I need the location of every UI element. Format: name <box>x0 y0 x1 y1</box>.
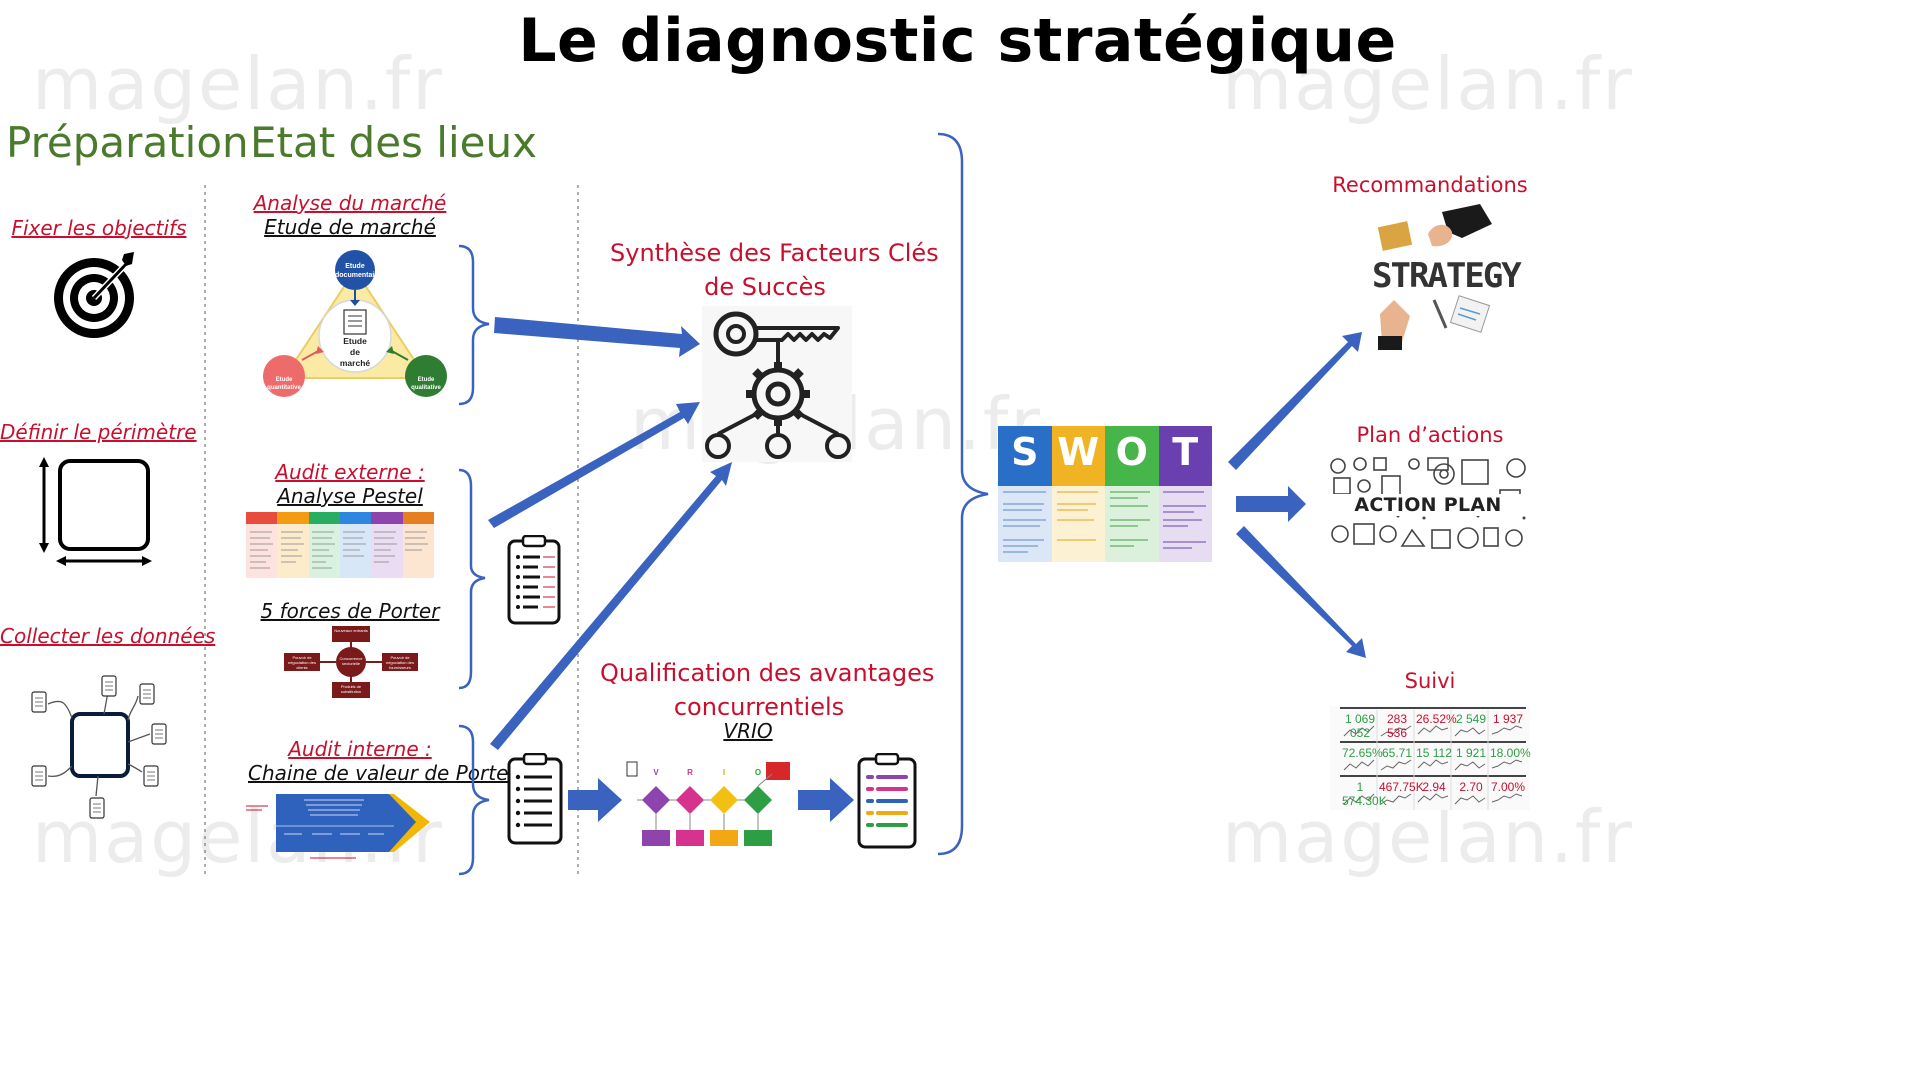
porter-nouveaux-entrants: Nouveaux entrants <box>334 628 368 633</box>
kpi-r2c2: 65.71 <box>1381 746 1413 760</box>
kpi-r1c1: 1 069 052 <box>1344 712 1376 740</box>
clipboard-icon <box>507 535 561 625</box>
kpi-r3c4: 2.70 <box>1459 780 1483 794</box>
key-gear-icon <box>702 306 852 462</box>
pestel-col-e2 <box>371 512 403 578</box>
market-node-documentaire: Etude documentaire <box>335 263 381 279</box>
label-synthese-fcs: Synthèse des Facteurs Clés de Succès <box>610 239 939 301</box>
pestel-filler-lines <box>250 531 428 569</box>
pestel-col-p <box>246 512 278 578</box>
label-suivi: Suivi <box>1404 669 1456 693</box>
pestel-col-e <box>277 512 309 578</box>
action-plan-image: ACTION PLAN <box>1328 454 1528 558</box>
strategy-image-text: STRATEGY <box>1372 256 1522 296</box>
porter-five-forces-diagram: Nouveaux entrants Pouvoir de négociation… <box>284 626 418 698</box>
clipboard-interne-icon <box>507 753 563 845</box>
kpi-r2c5: 18.00% <box>1490 746 1531 760</box>
kpi-r1c4: 2 549 <box>1455 712 1487 726</box>
brace-interne <box>458 724 490 876</box>
label-qualification-avantages: Qualification des avantages concurrentie… <box>600 659 935 721</box>
label-plan-actions: Plan d’actions <box>1356 423 1504 447</box>
square-dimensions-icon <box>39 457 152 566</box>
label-etude-marche: Etude de marché <box>264 215 436 239</box>
watermark-top-left: magelan.fr <box>32 42 444 126</box>
pestel-col-t <box>339 512 372 578</box>
value-chain-graphic <box>246 794 430 859</box>
kpi-r2c4: 1 921 <box>1455 746 1487 760</box>
action-plan-image-text: ACTION PLAN <box>1328 494 1528 516</box>
colored-checklist-icon <box>857 753 917 849</box>
suivi-dashboard: 1 069 052 283 536 26.52% 2 549 1 937 72.… <box>1330 706 1531 810</box>
porter-concurrence: Concurrence sectorielle <box>339 656 363 666</box>
arrow-externe-to-fcs <box>488 402 700 528</box>
label-audit-interne: Audit interne : <box>288 737 432 761</box>
arrow-to-suivi <box>1236 526 1366 658</box>
kpi-r1c2: 283 536 <box>1386 712 1408 740</box>
label-audit-externe: Audit externe : <box>275 460 425 484</box>
kpi-r2c1: 72.65% <box>1342 746 1383 760</box>
arrow-vrio-to-clipboard <box>798 778 854 822</box>
market-node-qualitative: Etude qualitative <box>411 377 441 391</box>
swot-o: O <box>1105 426 1159 486</box>
vrio-letter-r: R <box>687 768 693 777</box>
swot-s: S <box>998 426 1052 486</box>
brace-marche <box>458 244 490 406</box>
strategy-image: STRATEGY <box>1372 204 1522 350</box>
label-analyse-marche: Analyse du marché <box>253 191 447 215</box>
data-network-icon <box>31 675 167 819</box>
pestel-col-s <box>308 512 340 578</box>
label-5-forces-porter: 5 forces de Porter <box>260 599 440 623</box>
page-title: Le diagnostic stratégique <box>518 6 1397 76</box>
vrio-letter-o: O <box>754 768 762 777</box>
porter-fournisseurs: Pouvoir de négociation des fournisseurs <box>385 655 415 670</box>
heading-etat-des-lieux: Etat des lieux <box>250 118 537 167</box>
brace-externe <box>458 468 486 690</box>
kpi-r3c3: 2.94 <box>1422 780 1446 794</box>
pestel-col-l <box>402 512 434 578</box>
kpi-r1c3: 26.52% <box>1416 712 1457 726</box>
kpi-r2c3: 15 112 <box>1416 746 1452 760</box>
swot-w: W <box>1051 426 1105 486</box>
label-vrio: VRIO <box>723 719 773 743</box>
market-node-center: Etude de marché <box>339 336 371 368</box>
kpi-r3c2: 467.75K <box>1379 780 1424 794</box>
step-fixer-objectifs: Fixer les objectifs <box>11 216 187 240</box>
label-analyse-pestel: Analyse Pestel <box>277 484 423 508</box>
watermark-top-right: magelan.fr <box>1222 42 1634 126</box>
market-study-diagram: Etude documentaire Etude de marché Etude… <box>258 248 453 403</box>
step-collecter-donnees: Collecter les données <box>0 624 216 648</box>
porter-clients: Pouvoir de négociation des clients <box>287 655 317 670</box>
swot-filler-lines <box>1003 491 1206 553</box>
arrow-to-plan-actions <box>1236 486 1306 522</box>
kpi-r1c5: 1 937 <box>1492 712 1524 726</box>
arrow-to-recommandations <box>1228 332 1362 470</box>
market-node-quantitative: Etude quantitative <box>267 377 301 391</box>
brace-big <box>937 132 989 856</box>
swot-matrix: S W O T <box>998 426 1212 562</box>
vrio-flow-diagram: V R I O <box>626 760 792 850</box>
label-recommandations: Recommandations <box>1332 173 1528 197</box>
arrow-marche-to-fcs <box>494 317 700 357</box>
vrio-letter-i: I <box>722 768 726 777</box>
target-icon <box>54 252 134 338</box>
arrow-clipboard-to-vrio <box>568 778 622 822</box>
heading-preparation: Préparation <box>6 118 249 167</box>
pestel-table <box>246 512 434 578</box>
step-definir-perimetre: Définir le périmètre <box>0 420 197 444</box>
vrio-letter-v: V <box>653 768 659 777</box>
kpi-r3c5: 7.00% <box>1490 780 1526 794</box>
arrow-interne-to-fcs <box>490 462 732 750</box>
porter-substitution: Produits de substitution <box>340 684 362 694</box>
kpi-r3c1: 1 574.30K <box>1342 780 1387 808</box>
swot-t: T <box>1158 426 1212 486</box>
